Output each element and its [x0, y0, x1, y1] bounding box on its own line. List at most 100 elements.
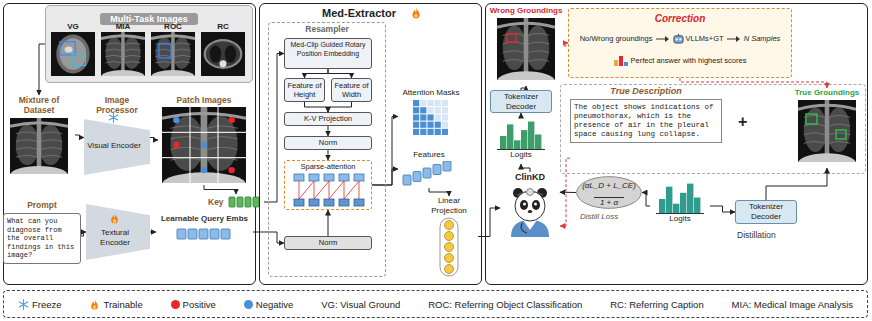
- path-part: [111, 214, 118, 224]
- sample-image: VG: [50, 22, 96, 78]
- rect-part: [177, 229, 186, 239]
- node-label: Patch Images: [158, 95, 250, 105]
- rect-part: [427, 100, 433, 106]
- rect-part: [221, 229, 230, 239]
- rect-part: [435, 128, 441, 134]
- connector: [328, 69, 352, 78]
- path-part: [329, 181, 330, 199]
- illustration: [227, 195, 263, 209]
- sample-image: ROC: [150, 22, 196, 78]
- rect-part: [324, 174, 334, 181]
- path-part: [155, 62, 171, 63]
- rect-part: [435, 121, 441, 127]
- rect-part: [521, 130, 527, 149]
- process-box: Med-Clip Guided Rotary Position Embeddin…: [284, 38, 372, 69]
- prompt-box: PromptWhat can you diagnose from the ove…: [3, 200, 81, 272]
- ellipse-part: [56, 35, 89, 74]
- freeze-icon: [108, 112, 119, 123]
- rect-part: [413, 100, 419, 106]
- illustration: [175, 227, 235, 243]
- rect-part: [162, 107, 246, 183]
- rect-part: [159, 44, 171, 58]
- ellipse-part: [155, 37, 173, 69]
- ellipse-part: [101, 70, 145, 76]
- path-part: [656, 213, 704, 214]
- node-label: Norm: [285, 237, 371, 249]
- rect-part: [101, 32, 145, 76]
- rect-part: [806, 114, 817, 124]
- path-part: [162, 132, 246, 133]
- dataset-image: Mixture of Dataset: [3, 95, 75, 175]
- rect-part: [201, 32, 245, 76]
- rect-part: [528, 122, 534, 150]
- circle-part: [445, 221, 454, 230]
- path-part: [344, 181, 345, 199]
- decoder-box: Tokenizer Decoder: [490, 90, 552, 113]
- path-part: [105, 43, 121, 44]
- path-part: [829, 124, 850, 126]
- node-label: Feature of Height: [286, 81, 323, 99]
- rect-part: [442, 107, 448, 113]
- path-part: [101, 36, 145, 39]
- legend-text: Trainable: [103, 299, 142, 310]
- path-part: [155, 55, 171, 56]
- connector: [560, 158, 570, 226]
- abbreviation-note: VG: Visual Ground: [321, 299, 400, 310]
- path-part: [125, 62, 141, 63]
- ellipse-part: [60, 38, 86, 70]
- illustration: [496, 118, 546, 150]
- g-part: [109, 113, 118, 123]
- legend-text: Negative: [256, 299, 294, 310]
- rect-part: [420, 107, 426, 113]
- rect-part: [420, 121, 426, 127]
- encoder-block: Textural Encoder: [86, 204, 150, 260]
- legend-text: Freeze: [32, 299, 62, 310]
- node-label: True Groundings: [790, 88, 864, 98]
- ellipse-part: [526, 26, 549, 71]
- path-part: [175, 62, 191, 63]
- path-part: [207, 126, 237, 128]
- node-text: Visual Encoder: [84, 119, 150, 175]
- correction-box: CorrectionNo/Wrong groundingsVLLMs+GTN S…: [568, 8, 792, 78]
- ellipse-part: [225, 45, 236, 63]
- rect-part: [423, 168, 431, 178]
- rect-part: [680, 193, 686, 213]
- sample-image: RC: [200, 22, 246, 78]
- rect-part: [420, 128, 426, 134]
- abbreviation-note: RC: Referring Caption: [610, 299, 703, 310]
- path-part: [175, 49, 191, 50]
- node-label: Textural Encoder: [86, 204, 150, 260]
- illustration: [655, 180, 705, 214]
- rect-part: [413, 114, 419, 120]
- rect-part: [413, 107, 419, 113]
- rect-part: [687, 184, 693, 214]
- rect-part: [188, 229, 197, 239]
- rect-part: [694, 198, 700, 214]
- ranking-icon: [614, 55, 628, 66]
- rect-part: [500, 136, 506, 149]
- node-label: Features: [398, 150, 460, 160]
- process-box: K-V Projection: [284, 112, 372, 126]
- ellipse-part: [151, 70, 195, 76]
- rect-part: [614, 60, 618, 66]
- rect-part: [435, 107, 441, 113]
- connector: [642, 193, 650, 207]
- path-part: [41, 156, 62, 158]
- illustration: [151, 32, 195, 76]
- key-tokens: Key: [208, 194, 264, 210]
- node-text: N Samples: [744, 34, 781, 43]
- result-image: True Groundings: [790, 88, 864, 168]
- abbreviation-note: MIA: Medical Image Analysis: [732, 299, 853, 310]
- rect-part: [309, 174, 319, 181]
- path-part: [16, 156, 37, 158]
- rect-part: [354, 199, 364, 206]
- legend-item: Positive: [171, 299, 216, 310]
- sample-image: MIA: [100, 22, 146, 78]
- node-label: Tokenizer Decoder: [738, 202, 794, 221]
- path-part: [16, 132, 37, 134]
- path-part: [497, 149, 545, 150]
- path-part: [314, 181, 329, 199]
- node-label: ROC: [150, 22, 196, 32]
- path-part: [829, 116, 850, 118]
- rect-part: [413, 171, 421, 181]
